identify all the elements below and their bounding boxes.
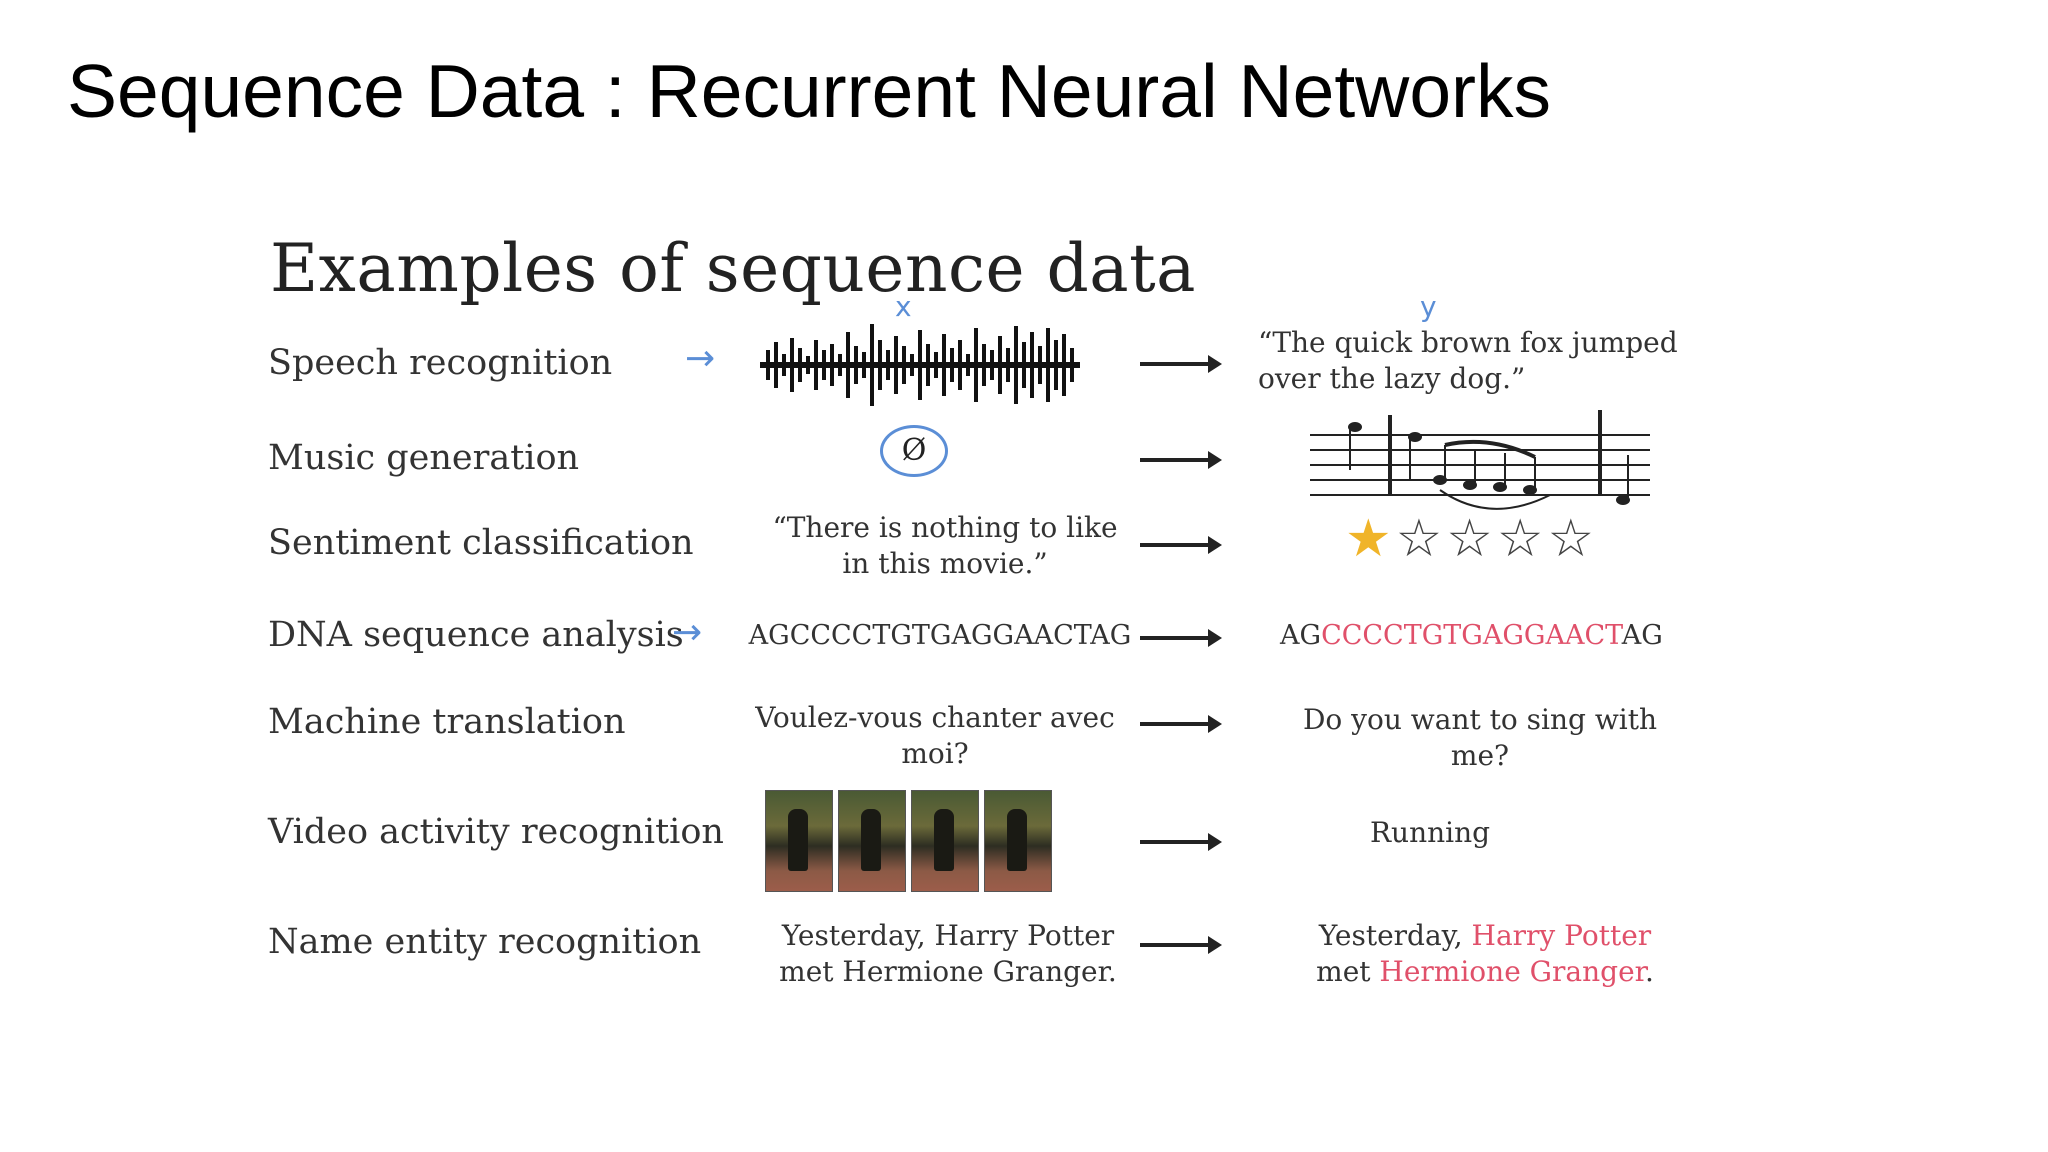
arrow-icon (1140, 833, 1222, 851)
slide-title: Sequence Data : Recurrent Neural Network… (67, 49, 1552, 133)
ner-input-line-1: Yesterday, Harry Potter (781, 919, 1115, 952)
star-filled-icon: ★ (1345, 509, 1392, 569)
runner-silhouette (861, 809, 881, 871)
ner-output-text: Yesterday, Harry Potter met Hermione Gra… (1305, 918, 1665, 990)
runner-silhouette (788, 809, 808, 871)
row-label-sentiment: Sentiment classification (268, 523, 694, 563)
runner-silhouette (1007, 809, 1027, 871)
dna-output-text: AGCCCCTGTGAGGAACTAG (1280, 618, 1700, 654)
row-label-video: Video activity recognition (268, 812, 724, 852)
ner-output-entity-2: Hermione Granger (1379, 955, 1645, 988)
ner-input-text: Yesterday, Harry Potter met Hermione Gra… (748, 918, 1148, 990)
ner-output-text-1: Yesterday, (1318, 919, 1472, 952)
row-label-speech: Speech recognition (268, 343, 613, 383)
music-notes-icon (1310, 410, 1650, 510)
dna-input-text: AGCCCCTGTGAGGAACTAG (748, 620, 1132, 651)
arrow-icon (1140, 536, 1222, 554)
dna-output-highlight: CCCCTGTGAGGAACT (1321, 620, 1622, 651)
ner-input-line-2: met Hermione Granger. (779, 955, 1117, 988)
ner-output-entity-1: Harry Potter (1471, 919, 1652, 952)
video-frame-image (838, 790, 906, 892)
sentiment-input-text: “There is nothing to like in this movie.… (772, 511, 1118, 580)
arrow-icon (1140, 451, 1222, 469)
video-frames (765, 790, 1065, 892)
star-empty-icon: ☆ (1395, 509, 1443, 569)
star-empty-icon: ☆ (1547, 509, 1595, 569)
sequence-examples-figure: Examples of sequence data Speech recogni… (240, 210, 1700, 1010)
pen-arrow-icon: → (685, 338, 716, 379)
star-empty-icon: ☆ (1496, 509, 1544, 569)
star-rating: ★☆☆☆☆ (1345, 513, 1598, 565)
star-empty-icon: ☆ (1446, 509, 1493, 569)
translation-input-text: Voulez-vous chanter avec moi? (755, 701, 1115, 770)
null-input-icon: Ø (880, 425, 948, 477)
speech-output-text: “The quick brown fox jumped over the laz… (1258, 326, 1678, 395)
video-frame-image (911, 790, 979, 892)
runner-silhouette (934, 809, 954, 871)
dna-output-suffix: AG (1621, 620, 1663, 651)
row-label-music: Music generation (268, 438, 580, 478)
video-frame-image (765, 790, 833, 892)
arrow-icon (1140, 629, 1222, 647)
row-label-ner: Name entity recognition (268, 922, 702, 962)
x-annotation: x (895, 290, 912, 323)
video-output-text: Running (1369, 816, 1491, 849)
y-annotation: y (1420, 290, 1437, 323)
ner-output-text-2: met (1316, 955, 1380, 988)
video-frame-image (984, 790, 1052, 892)
row-label-dna: DNA sequence analysis (268, 615, 684, 655)
arrow-icon (1140, 355, 1222, 373)
waveform-icon (760, 324, 1080, 406)
translation-output-text: Do you want to sing with me? (1302, 703, 1658, 772)
arrow-icon (1140, 715, 1222, 733)
figure-title: Examples of sequence data (270, 230, 1196, 307)
arrow-icon (1140, 936, 1222, 954)
ner-output-text-3: . (1644, 955, 1654, 988)
dna-output-prefix: AG (1280, 620, 1322, 651)
pen-arrow-icon: → (672, 612, 703, 653)
row-label-translation: Machine translation (268, 702, 626, 742)
